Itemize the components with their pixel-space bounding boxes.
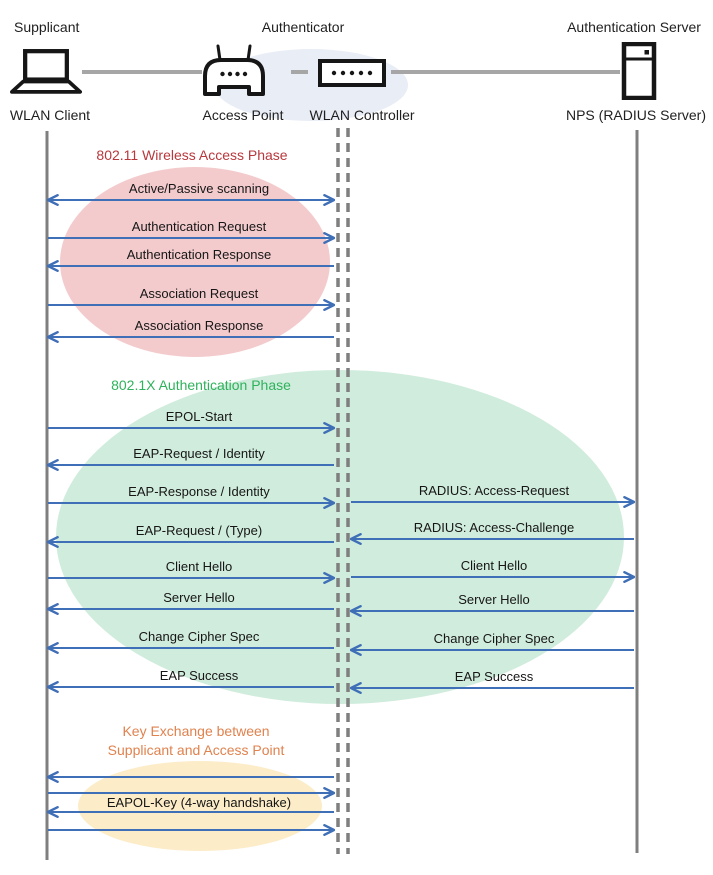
diagram-canvas	[45, 70, 639, 860]
